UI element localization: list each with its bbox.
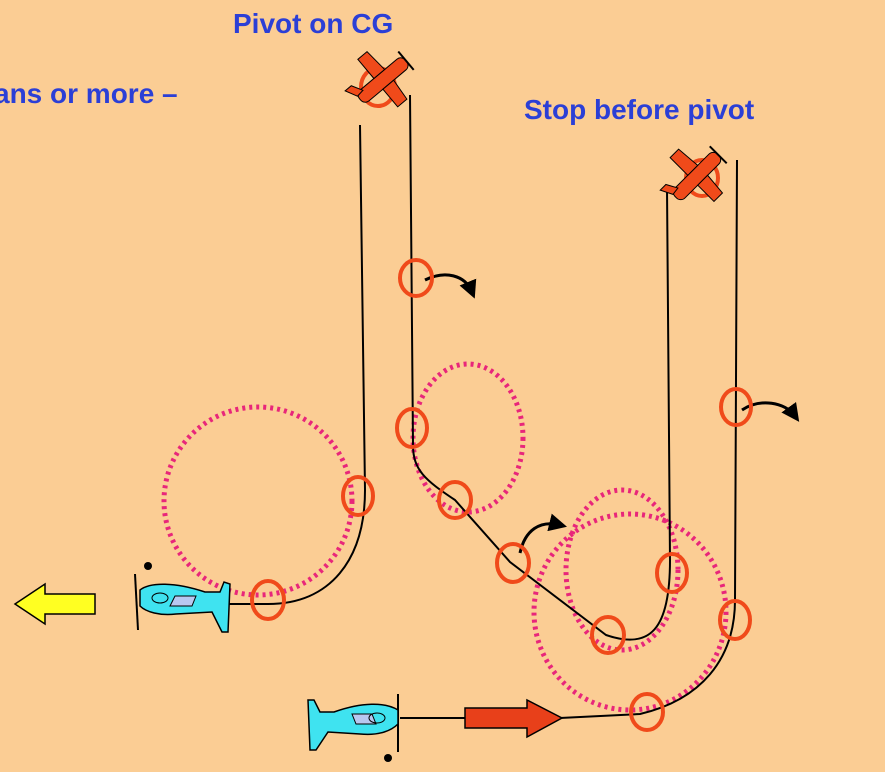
flight-paths [228, 94, 738, 719]
path-left-maneuver [228, 124, 367, 605]
label-fans-or-more: ans or more – [0, 78, 178, 109]
marker-ring [629, 692, 665, 732]
marker-ring [395, 407, 429, 449]
path-middle-maneuver [409, 94, 672, 641]
marker-ring [718, 599, 752, 641]
turn-arrows [424, 273, 800, 554]
marker-ring [655, 552, 689, 594]
dotted-turn-circles [161, 361, 729, 713]
marker-rings [250, 66, 753, 732]
airplane-side-icon [134, 562, 231, 633]
dotted-circle-left [161, 404, 355, 598]
marker-ring [495, 542, 531, 584]
left-arrow-icon [13, 582, 96, 626]
marker-ring [719, 387, 753, 427]
airplane-pivot-icon [659, 145, 728, 203]
airplane-pivot-icon [344, 50, 415, 108]
curved-arrow-icon [741, 401, 800, 422]
path-right-maneuver [400, 159, 738, 719]
airplane-side-icon [307, 694, 399, 762]
right-arrow-icon [464, 698, 564, 739]
marker-ring [250, 579, 286, 621]
marker-ring [437, 480, 473, 520]
label-stop-before-pivot: Stop before pivot [524, 94, 755, 125]
dotted-circle-right-lower [531, 511, 729, 713]
marker-ring [590, 615, 626, 655]
dotted-circle-right-upper [563, 487, 681, 653]
marker-ring [341, 475, 375, 517]
label-pivot-on-cg: Pivot on CG [233, 8, 394, 39]
marker-ring [398, 258, 434, 298]
